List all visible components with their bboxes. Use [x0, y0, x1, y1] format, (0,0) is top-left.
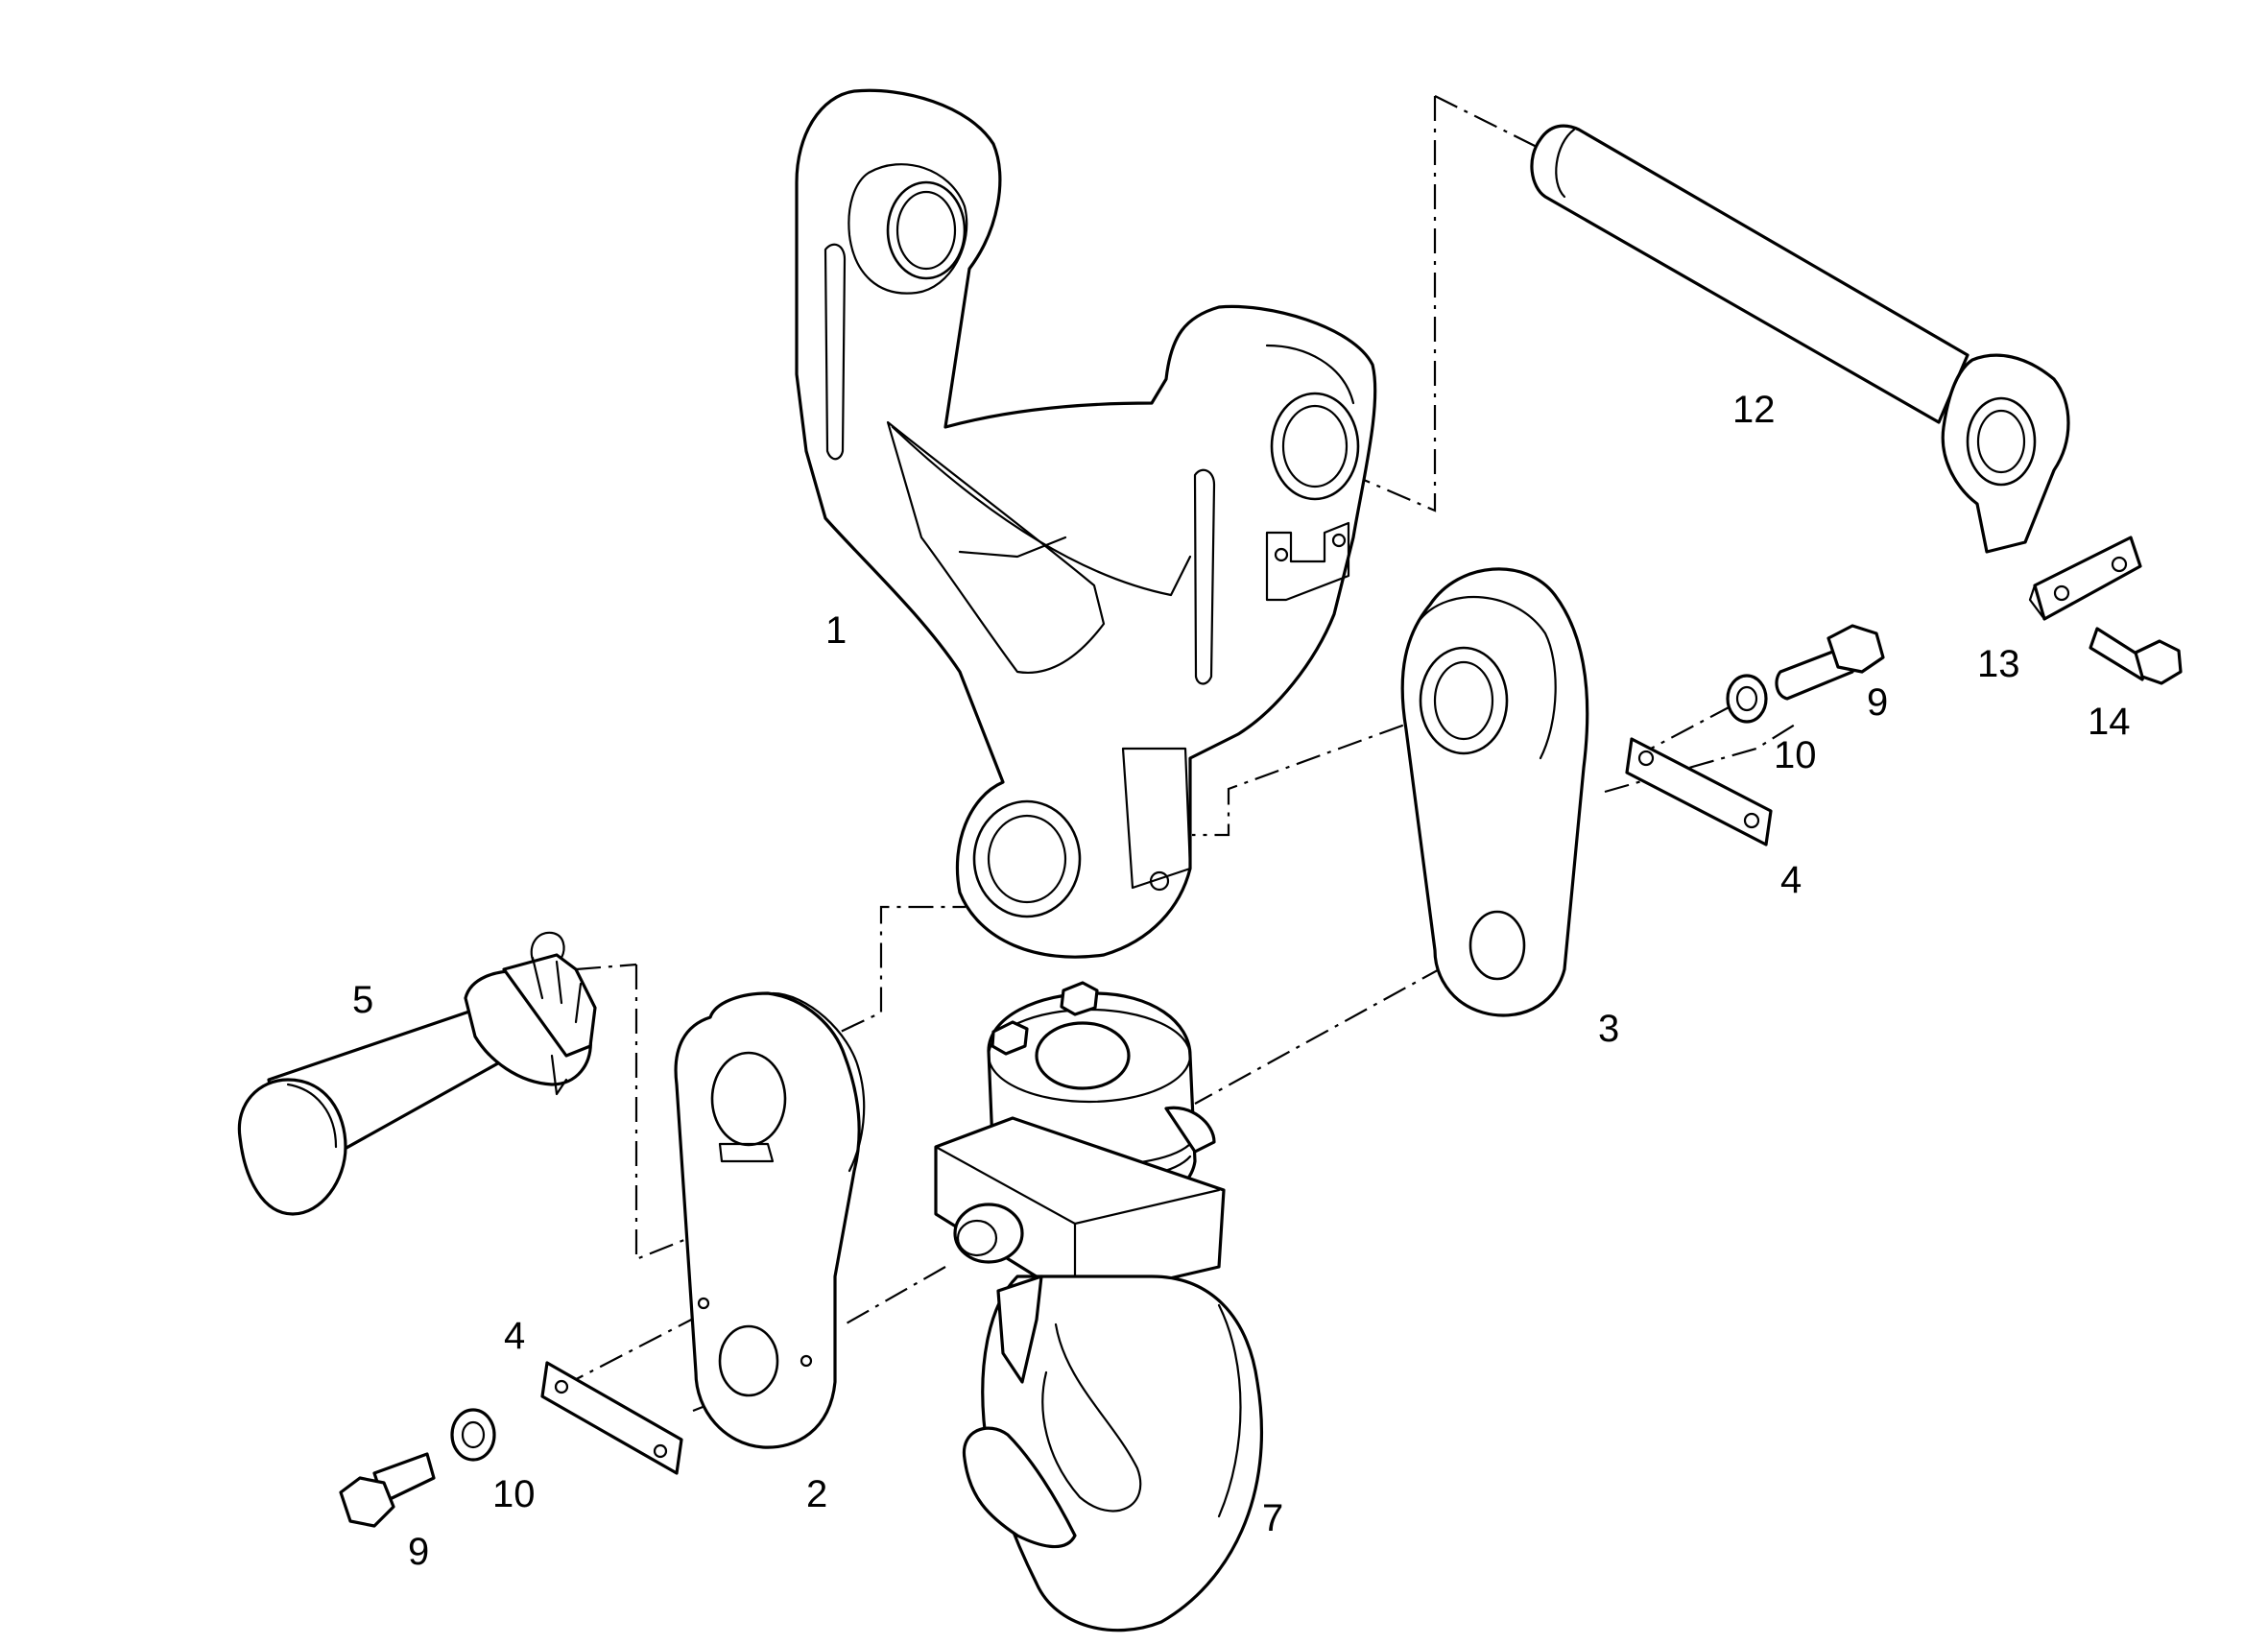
bolt-right [1775, 624, 1885, 701]
bolt-left [339, 1452, 436, 1528]
callout-10-right: 10 [1774, 734, 1817, 776]
hinge-pin [237, 931, 597, 1216]
washer-right [1726, 674, 1768, 724]
yoke-frame [795, 88, 1377, 959]
callout-1: 1 [825, 609, 847, 652]
callout-4-left: 4 [504, 1315, 525, 1357]
locking-plate-left [540, 1361, 683, 1475]
callout-14: 14 [2088, 701, 2131, 743]
retaining-plate [2028, 536, 2142, 621]
callout-10-left: 10 [492, 1473, 536, 1515]
callout-4-right: 4 [1780, 859, 1802, 901]
callout-3: 3 [1598, 1008, 1619, 1050]
washer-left [450, 1408, 496, 1462]
locking-plate-right [1625, 737, 1773, 846]
callout-7: 7 [1262, 1497, 1283, 1539]
callout-9-left: 9 [408, 1531, 429, 1573]
callout-labels: 1 2 3 4 4 5 7 9 9 10 10 12 13 14 [352, 389, 2131, 1573]
hook-assembly [934, 981, 1263, 1632]
callout-5: 5 [352, 979, 373, 1021]
side-plate-right [1400, 567, 1589, 1017]
bolt-retainer [2089, 627, 2183, 685]
callout-13: 13 [1977, 643, 2020, 685]
callout-9-right: 9 [1867, 681, 1888, 724]
side-plate-left [674, 991, 866, 1449]
callout-12: 12 [1732, 389, 1776, 431]
main-pin [1530, 124, 2070, 554]
callout-2: 2 [806, 1473, 827, 1515]
